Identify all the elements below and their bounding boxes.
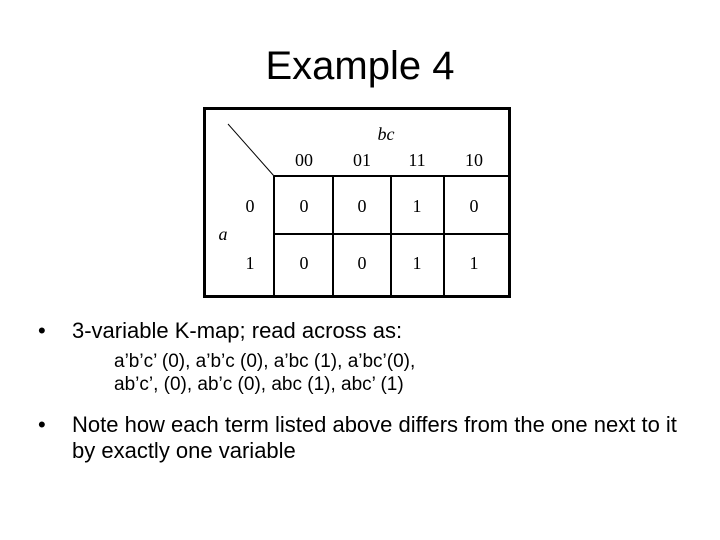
sub-bullet-line: a’b’c’ (0), a’b’c (0), a’bc (1), a’bc’(0… [114,351,416,372]
column-variable-label: bc [378,124,395,144]
kmap-cell: 1 [413,253,422,273]
row-header: 0 [246,196,255,216]
bullet-dot: • [38,318,46,343]
bullet-dot: • [38,412,46,437]
bullet-list: • 3-variable K-map; read across as: a’b’… [38,318,698,464]
sub-bullet: a’b’c’ (0), a’b’c (0), a’bc (1), a’bc’(0… [72,350,698,396]
bullet-text: 3-variable K-map; read across as: [72,318,403,343]
column-header: 11 [408,150,425,170]
bullet-item: • Note how each term listed above differ… [38,412,698,464]
kmap-cell: 0 [358,196,367,216]
karnaugh-map: bc a 00 01 11 10 0 1 0 0 1 0 0 0 1 1 [203,107,511,298]
sub-bullet-line: ab’c’, (0), ab’c (0), abc (1), abc’ (1) [114,374,404,395]
bullet-text: Note how each term listed above differs … [72,412,677,463]
karnaugh-map-grid: bc a 00 01 11 10 0 1 0 0 1 0 0 0 1 1 [219,123,508,295]
row-variable-label: a [219,224,228,244]
column-header: 01 [353,150,371,170]
column-header: 00 [295,150,313,170]
kmap-cell: 0 [470,196,479,216]
slide-title: Example 4 [265,44,455,88]
bullet-item: • 3-variable K-map; read across as: a’b’… [38,318,698,396]
kmap-cell: 1 [470,253,479,273]
row-header: 1 [246,253,255,273]
corner-diagonal [227,123,275,177]
kmap-cell: 1 [413,196,422,216]
kmap-cell: 0 [300,196,309,216]
kmap-cell: 0 [358,253,367,273]
column-header: 10 [465,150,483,170]
kmap-cell: 0 [300,253,309,273]
